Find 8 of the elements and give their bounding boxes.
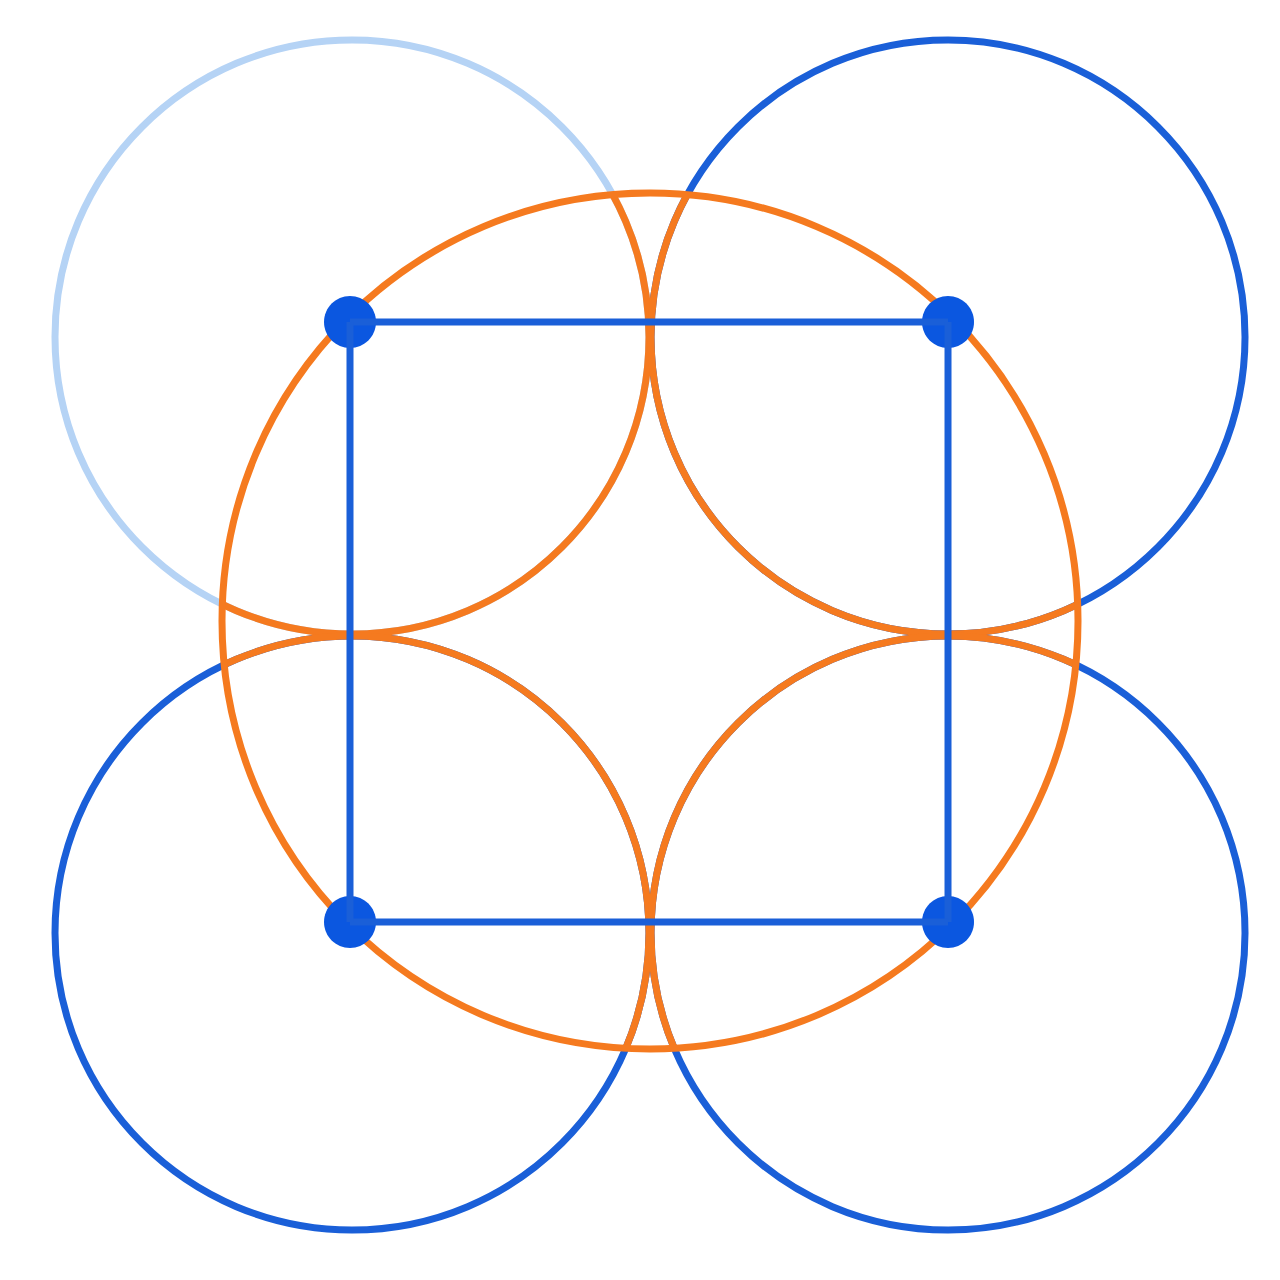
square-side	[346, 322, 354, 922]
vertex-dot	[324, 896, 376, 948]
square-side	[350, 918, 948, 926]
vertex-dot	[922, 296, 974, 348]
vertex-dot	[922, 896, 974, 948]
square-side	[944, 322, 952, 922]
vertex-dot	[324, 296, 376, 348]
square-side	[350, 318, 948, 326]
